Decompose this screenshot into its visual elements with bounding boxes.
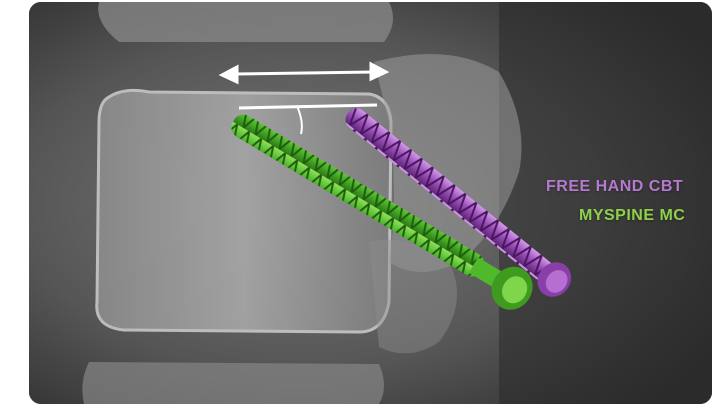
xray-illustration	[29, 2, 712, 404]
lower-vertebra	[82, 362, 384, 404]
xray-shadow-region	[499, 2, 712, 404]
upper-vertebra	[98, 2, 393, 42]
free-hand-cbt-label: FREE HAND CBT	[546, 178, 683, 196]
xray-image-frame: FREE HAND CBT MYSPINE MC	[29, 2, 712, 404]
myspine-mc-label: MYSPINE MC	[579, 207, 685, 225]
